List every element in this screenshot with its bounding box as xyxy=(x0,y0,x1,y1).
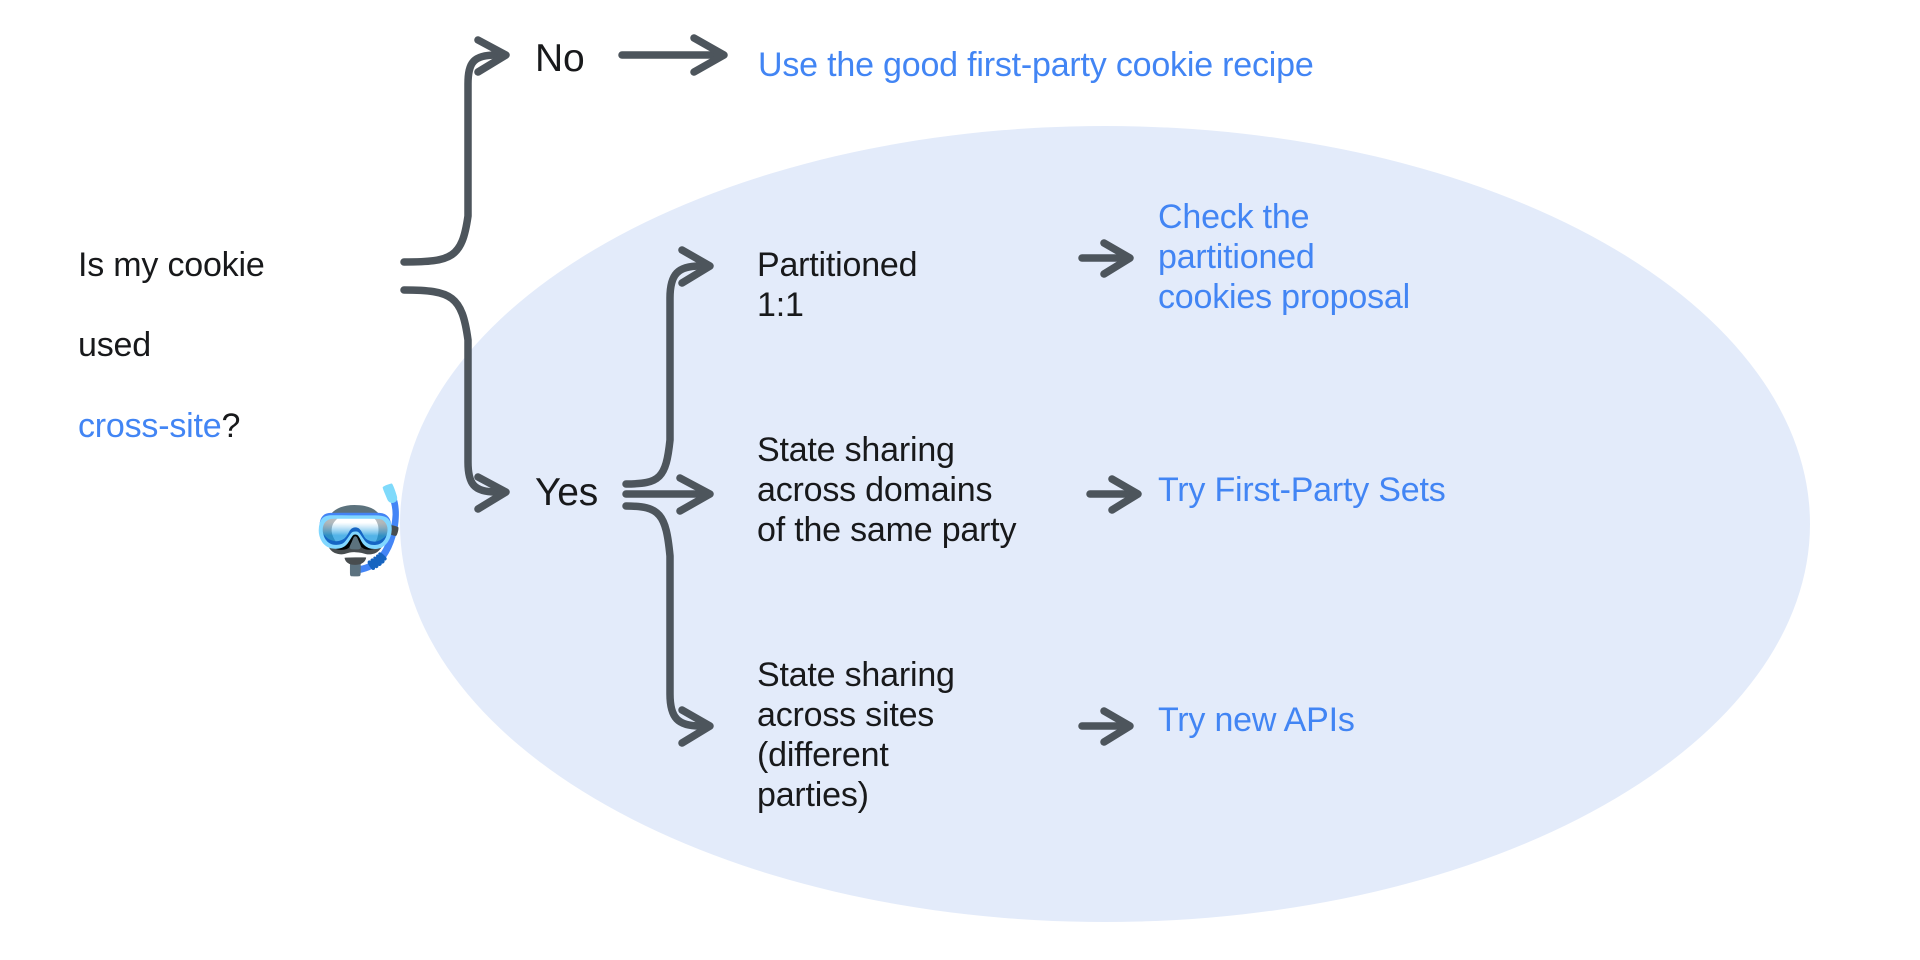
branch-label-yes: Yes xyxy=(535,471,599,514)
option-state-sharing-across-sites: State sharing across sites (different pa… xyxy=(757,656,955,815)
question-node: Is my cookie used cross-site? xyxy=(78,205,378,446)
diving-mask-icon: 🤿 xyxy=(305,483,410,577)
arrowhead-yes xyxy=(474,473,510,513)
arrowhead-partitioned xyxy=(678,246,714,287)
cross-site-region-ellipse xyxy=(400,126,1810,922)
edge-yes-to-sites xyxy=(622,502,704,730)
edge-question-to-yes xyxy=(400,286,500,496)
arrowhead-apis xyxy=(1100,707,1134,746)
question-line-1: Is my cookie xyxy=(78,246,265,285)
outcome-link-first-party-sets[interactable]: Try First-Party Sets xyxy=(1158,471,1446,509)
question-line-2: used xyxy=(78,326,151,365)
arrowhead-sites xyxy=(678,706,714,747)
outcome-link-first-party-cookie-recipe[interactable]: Use the good first-party cookie recipe xyxy=(758,46,1314,84)
edge-question-to-no xyxy=(400,51,500,266)
question-suffix: ? xyxy=(221,406,241,445)
arrowhead-domains xyxy=(676,474,714,515)
option-state-sharing-across-domains: State sharing across domains of the same… xyxy=(757,431,1017,550)
arrowhead-proposal xyxy=(1100,239,1134,278)
arrowhead-fps xyxy=(1108,475,1142,514)
outcome-link-new-apis[interactable]: Try new APIs xyxy=(1158,701,1355,739)
branch-label-no: No xyxy=(535,37,585,80)
arrowhead-recipe xyxy=(690,34,728,76)
edge-yes-to-partitioned xyxy=(622,262,704,488)
arrowhead-no xyxy=(474,36,510,76)
question-accent-cross-site: cross-site xyxy=(78,406,222,445)
option-partitioned-1-1: Partitioned 1:1 xyxy=(757,246,918,325)
outcome-link-partitioned-cookies-proposal[interactable]: Check the partitioned cookies proposal xyxy=(1158,198,1410,317)
